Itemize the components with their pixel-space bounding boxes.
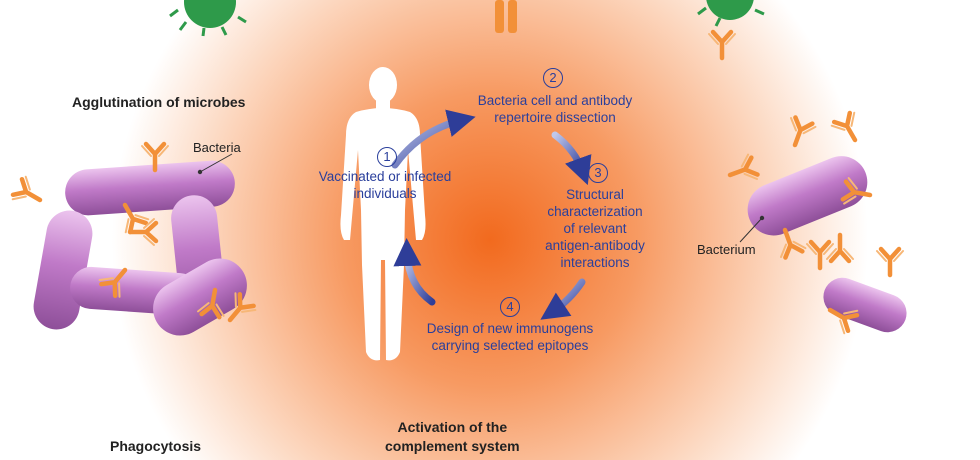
bacterium-label: Bacterium [697,242,756,257]
bacteria-pointer-line [199,153,233,173]
step-1-number: 1 [377,147,397,167]
virus-left-icon [169,0,247,37]
virus-right-icon [697,0,765,58]
cycle-arrows [391,109,592,320]
agglutination-label: Agglutination of microbes [72,94,246,110]
bacteria-pointer-dot [197,169,203,175]
step-1-text: Vaccinated or infected individuals [318,169,452,201]
step-2-number: 2 [543,68,563,88]
step-2-text: Bacteria cell and antibody repertoire di… [477,93,633,125]
bacterium-rods [747,156,907,333]
step-3-number: 3 [588,163,608,183]
step-3-text: Structural characterization of relevant … [545,187,645,270]
complement-label: Activation of the complement system [385,419,520,454]
human-silhouette [340,67,426,361]
step-4-text: Design of new immunogens carrying select… [426,321,594,353]
phagocytosis-label: Phagocytosis [110,438,202,454]
bacterium-pointer-line [739,217,763,243]
antibody-top-center-icon [495,0,517,33]
bacteria-label: Bacteria [193,140,241,155]
step-4-number: 4 [500,297,520,317]
bacterium-pointer-dot [759,215,765,221]
